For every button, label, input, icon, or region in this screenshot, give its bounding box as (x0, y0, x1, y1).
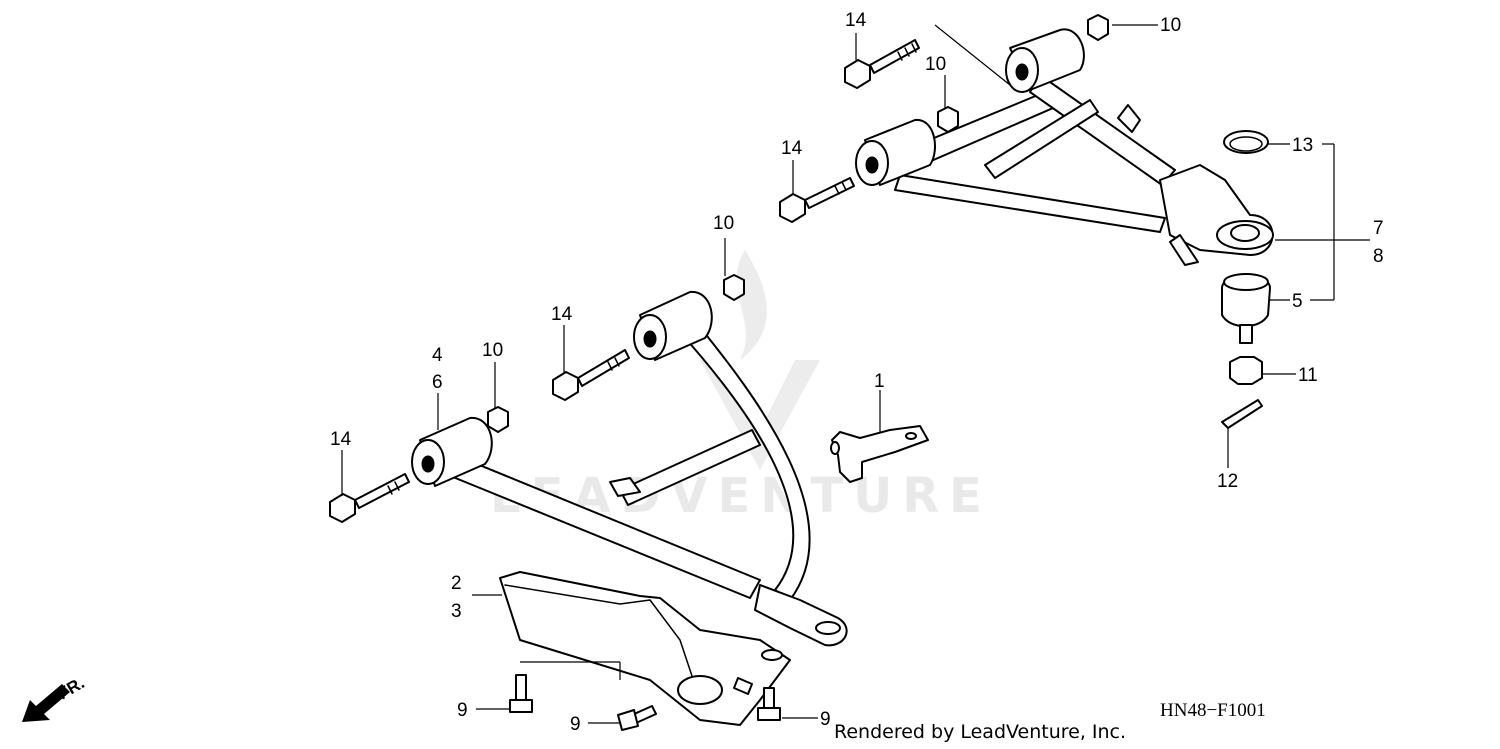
render-credit: Rendered by LeadVenture, Inc. (834, 721, 1126, 743)
nut-lower-front (487, 406, 509, 433)
bolt-9-middle (617, 705, 657, 731)
callout-6: 6 (432, 372, 443, 393)
callout-5: 5 (1292, 291, 1303, 312)
callout-3: 3 (451, 601, 462, 622)
castle-nut (1229, 356, 1263, 385)
nut-upper-front (937, 106, 959, 133)
leader-lines (341, 24, 1370, 724)
skid-guard (499, 571, 791, 726)
callout-9-left: 9 (457, 700, 468, 721)
callout-4: 4 (432, 345, 443, 366)
bolt-lower-front (329, 473, 410, 523)
lower-arm (411, 290, 848, 647)
diagram-code: HN48−F1001 (1160, 700, 1266, 721)
callout-14-upper-rear: 14 (845, 10, 867, 31)
nut-upper-rear (1087, 14, 1109, 41)
upper-rear-bushing (1005, 28, 1085, 93)
callout-7: 7 (1373, 218, 1384, 239)
callout-10-lower-front: 10 (482, 340, 503, 361)
callout-10-upper-rear: 10 (1160, 15, 1181, 36)
callout-12: 12 (1217, 471, 1238, 492)
circlip (1223, 130, 1269, 154)
callout-10-upper-front: 10 (925, 54, 946, 75)
ball-joint (1221, 273, 1271, 344)
callout-10-lower-rear: 10 (713, 213, 734, 234)
callout-9-middle: 9 (570, 714, 581, 735)
bolt-9-left (509, 674, 533, 713)
callout-2: 2 (451, 573, 462, 594)
bracket (830, 425, 929, 483)
callout-14-upper-front: 14 (781, 138, 803, 159)
bolt-lower-rear (552, 349, 630, 401)
bolt-upper-front (779, 177, 855, 223)
callout-14-lower-front: 14 (330, 429, 352, 450)
upper-front-bushing (855, 118, 936, 186)
lower-rear-bushing (633, 290, 713, 361)
nut-lower-rear (723, 274, 745, 301)
upper-arm (855, 28, 1274, 266)
callout-13: 13 (1292, 135, 1313, 156)
bolt-9-right (757, 687, 781, 721)
cotter-pin (1221, 399, 1263, 429)
callout-9-right: 9 (820, 709, 831, 730)
lower-front-bushing (411, 416, 493, 487)
bolt-upper-rear (844, 39, 920, 89)
arrow-down-left-icon (22, 684, 70, 722)
callout-11: 11 (1298, 365, 1318, 386)
callout-8: 8 (1373, 246, 1384, 267)
callout-14-lower-rear: 14 (551, 304, 573, 325)
callout-1: 1 (874, 371, 885, 392)
